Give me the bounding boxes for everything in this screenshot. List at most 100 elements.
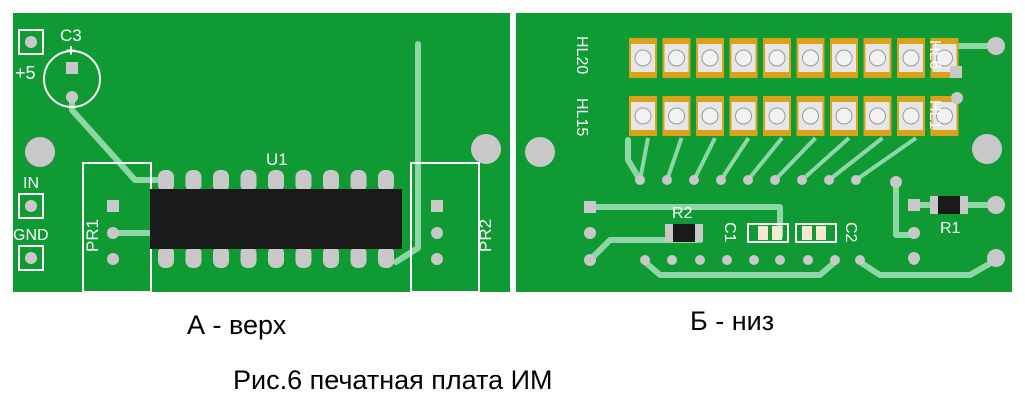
led-lens bbox=[835, 107, 853, 125]
pad-in bbox=[18, 193, 44, 219]
capacitor-c2-pad-left bbox=[802, 226, 812, 240]
capacitor-c1-pad-right bbox=[772, 226, 782, 240]
led-lens bbox=[936, 107, 953, 125]
u1-pin bbox=[213, 246, 229, 268]
trace-c3-to-u1 bbox=[69, 95, 161, 183]
label-c2: C2 bbox=[842, 222, 859, 243]
trace-c1-c2 bbox=[642, 259, 838, 278]
led-lead-trace bbox=[773, 136, 817, 182]
label-u1: U1 bbox=[266, 150, 288, 169]
led-lead-trace bbox=[854, 136, 918, 182]
led-lead-trace bbox=[692, 137, 717, 181]
bottom-mount-hole-left bbox=[525, 137, 555, 167]
label-r1: R1 bbox=[940, 220, 961, 237]
led-lens bbox=[869, 49, 886, 67]
led-lens bbox=[869, 107, 886, 125]
resistor-r1-body-left bbox=[930, 196, 938, 214]
led-lens bbox=[768, 49, 786, 67]
bottom-pad-r1-left bbox=[890, 176, 902, 188]
resistor-r2-pad-left-2 bbox=[584, 227, 596, 239]
led-lens bbox=[668, 107, 685, 125]
bottom-board: HL20 HL15 HL6 HL1 R1 R2 C1 bbox=[516, 13, 1012, 292]
resistor-r2-body bbox=[673, 224, 695, 242]
bottom-pad-right-2 bbox=[951, 92, 963, 104]
resistor-r2-pad-left bbox=[584, 201, 596, 213]
u1-pin bbox=[378, 246, 394, 268]
u1-pins-bottom bbox=[158, 246, 394, 268]
trace-led-bus bbox=[625, 137, 643, 183]
u1-pin bbox=[185, 246, 202, 268]
led-lens bbox=[735, 107, 752, 125]
label-c3-plus: + bbox=[66, 41, 76, 60]
led-lead-pad bbox=[797, 175, 807, 185]
led-lead-trace bbox=[719, 136, 751, 182]
u1-pin bbox=[158, 170, 174, 192]
label-hl6: HL6 bbox=[926, 40, 943, 69]
led-lead-trace bbox=[665, 137, 684, 181]
bottom-row-pad bbox=[855, 255, 865, 265]
led-matrix bbox=[629, 38, 959, 136]
u1-pins-top bbox=[158, 170, 394, 192]
trimmer-pr1-pad-3 bbox=[107, 253, 119, 265]
led-lead-trace bbox=[746, 136, 784, 182]
u1-pin bbox=[240, 170, 257, 192]
bottom-mount-hole-right bbox=[972, 134, 1002, 164]
led-lead-pad bbox=[716, 175, 726, 185]
led-lead-pad bbox=[689, 175, 699, 185]
resistor-r2-pad-left-3 bbox=[584, 254, 596, 266]
top-mount-hole-left bbox=[25, 137, 55, 167]
resistor-r2-body-right bbox=[695, 224, 703, 242]
bottom-row-pad bbox=[722, 255, 732, 265]
u1-pin bbox=[323, 246, 339, 268]
pad-gnd bbox=[18, 245, 44, 271]
led-lens bbox=[668, 49, 685, 67]
trace-c2-right bbox=[857, 257, 999, 278]
led-lead-pads bbox=[635, 136, 918, 185]
pad-plus5-hole bbox=[25, 36, 37, 48]
label-gnd: GND bbox=[13, 227, 49, 244]
u1-pin bbox=[268, 246, 284, 268]
bottom-row-pad bbox=[830, 255, 840, 265]
trimmer-pr1-pad-2 bbox=[107, 227, 119, 239]
trimmer-pr2-pad-3 bbox=[431, 253, 443, 265]
capacitor-c3-pad-square bbox=[66, 62, 78, 74]
led-lens bbox=[802, 49, 819, 67]
u1-pin bbox=[378, 170, 394, 192]
led-lead-pad bbox=[635, 175, 645, 185]
u1-pin bbox=[350, 246, 367, 268]
led-lens bbox=[902, 49, 920, 67]
pad-plus5 bbox=[18, 29, 44, 55]
trace-pr2-to-u1 bbox=[393, 41, 421, 265]
capacitor-c2-outline bbox=[795, 223, 837, 243]
led-lead-pad bbox=[770, 175, 780, 185]
top-board: +5 C3 + IN GND PR1 PR2 U1 bbox=[13, 13, 510, 293]
bottom-row-pad bbox=[909, 255, 919, 265]
led-lens bbox=[701, 107, 719, 125]
bottom-row-pad bbox=[749, 255, 759, 265]
label-pr1: PR1 bbox=[83, 219, 102, 252]
label-hl1: HL1 bbox=[926, 100, 943, 129]
capacitor-c2-pad-right bbox=[816, 226, 826, 240]
led-lens bbox=[936, 49, 953, 67]
u1-pin bbox=[350, 170, 367, 192]
bottom-row-pad bbox=[667, 255, 677, 265]
bottom-row-pad bbox=[695, 255, 705, 265]
u1-pin bbox=[323, 170, 339, 192]
chip-u1-body bbox=[150, 189, 402, 249]
u1-pin bbox=[295, 170, 312, 192]
label-pr2: PR2 bbox=[476, 219, 495, 252]
resistor-r1-pad-2 bbox=[908, 227, 920, 239]
led-lens bbox=[768, 107, 786, 125]
caption-bottom-view: Б - низ bbox=[690, 306, 775, 336]
led-lens bbox=[835, 49, 853, 67]
led-lens bbox=[701, 49, 719, 67]
u1-pin bbox=[240, 246, 257, 268]
led-lead-trace bbox=[827, 136, 884, 182]
led-lead-trace bbox=[800, 136, 851, 182]
label-hl15: HL15 bbox=[573, 98, 590, 136]
trimmer-pr2-outline bbox=[410, 162, 480, 293]
label-in: IN bbox=[23, 175, 39, 192]
bottom-pad-right-4 bbox=[987, 249, 1005, 267]
u1-pin bbox=[295, 246, 312, 268]
